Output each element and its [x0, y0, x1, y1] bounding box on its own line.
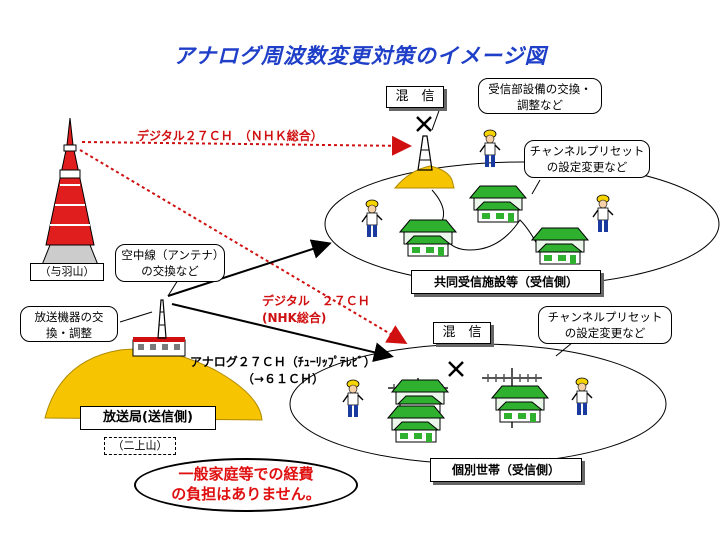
station-sub-label: （二上山） [104, 437, 176, 455]
analog-label-1: アナログ２７ＣＨ（ﾁｭｰﾘｯﾌﾟﾃﾚﾋﾞ） [190, 355, 376, 369]
tower-label: （与羽山） [30, 263, 104, 281]
callout-equipment: 放送機器の交換・調整 [20, 306, 118, 342]
digital-label-mid-1: デジタル ２７ＣＨ [262, 294, 370, 308]
callout-receiver-dept: 受信部設備の交換・調整など [478, 78, 602, 114]
interference-x-top [416, 116, 432, 132]
analog-arrow-top [167, 239, 332, 297]
cost-note: 一般家庭等での経費 の負担はありません。 [134, 458, 358, 512]
station-building-icon [132, 337, 186, 357]
shared-facility-label: 共同受信施設等（受信側） [411, 270, 601, 294]
analog-arrow-bottom [171, 303, 394, 363]
interference-label-bottom: 混 信 [433, 322, 491, 344]
tv-tower-icon [39, 117, 101, 271]
interference-x-bottom [448, 361, 464, 377]
analog-label-2: （→６１ＣＨ） [242, 372, 325, 386]
digital-arrow-top [81, 135, 412, 156]
callout-preset-bottom: チャンネルプリセットの設定変更など [538, 306, 672, 344]
receiver-mast-icon [417, 135, 433, 171]
interference-label-top: 混 信 [386, 86, 444, 108]
individual-label: 個別世帯（受信側） [430, 458, 582, 482]
shared-facility-area [324, 161, 720, 287]
cost-note-line-2: の負担はありません。 [171, 485, 321, 503]
station-label: 放送局(送信側) [80, 406, 216, 430]
station-mast-icon [157, 299, 167, 339]
digital-label-top: デジタル２７ＣＨ （ＮＨＫ総合） [137, 129, 323, 143]
callout-preset-top: チャンネルプリセットの設定変更など [524, 140, 650, 178]
digital-arrow-mid [79, 149, 408, 345]
receiver-hill [393, 165, 455, 189]
diagram-title: アナログ周波数変更対策のイメージ図 [173, 44, 547, 68]
cost-note-line-1: 一般家庭等での経費 [178, 465, 314, 483]
digital-label-mid-2: (NHK総合) [262, 311, 327, 325]
callout-aerial: 空中線（アンテナ）の交換など [115, 244, 225, 282]
